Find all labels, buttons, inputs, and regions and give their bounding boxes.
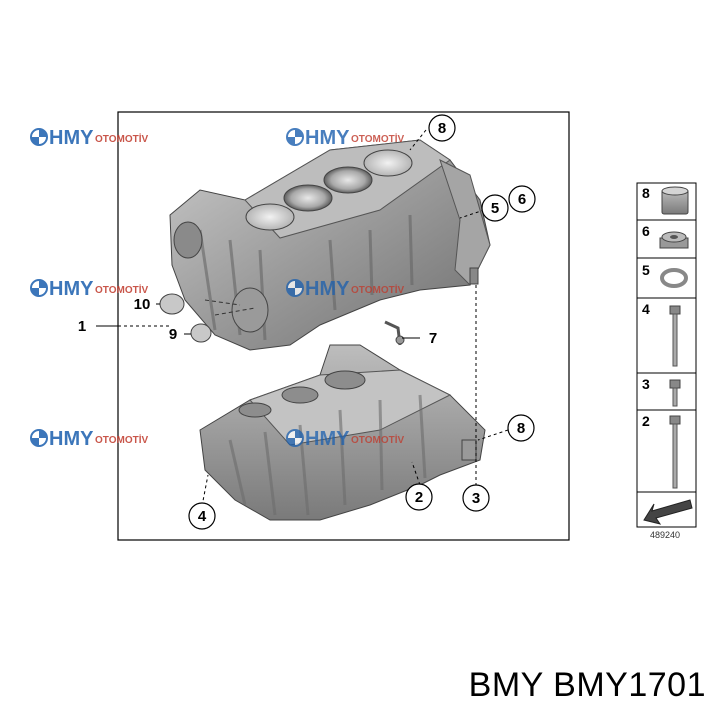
svg-text:OTOMOTİV: OTOMOTİV: [95, 433, 148, 446]
callout-circles: [188, 114, 536, 530]
svg-text:OTOMOTİV: OTOMOTİV: [351, 433, 404, 446]
svg-text:OTOMOTİV: OTOMOTİV: [95, 283, 148, 296]
legend-num-2: 2: [642, 413, 650, 429]
leader-lines: [96, 129, 509, 507]
callout-label-9: 9: [169, 326, 177, 343]
callout-label-8-bottom: 8: [517, 420, 525, 437]
svg-text:HMY: HMY: [305, 127, 350, 149]
callout-label-6: 6: [518, 191, 526, 208]
parts-legend: [636, 182, 697, 528]
svg-text:OTOMOTİV: OTOMOTİV: [351, 283, 404, 296]
part-10-plate: [159, 293, 185, 315]
legend-num-6: 6: [642, 223, 650, 239]
watermark-6: HMY OTOMOTİV: [286, 428, 404, 450]
svg-text:HMY: HMY: [49, 428, 94, 450]
watermark-2: HMY OTOMOTİV: [286, 127, 404, 149]
legend-num-8: 8: [642, 185, 650, 201]
watermark-1: HMY OTOMOTİV: [30, 127, 148, 149]
callout-label-1: 1: [78, 318, 86, 335]
watermark-5: HMY OTOMOTİV: [30, 428, 148, 450]
legend-num-5: 5: [642, 262, 650, 278]
diagram-id: 489240: [650, 530, 681, 540]
watermark-3: HMY OTOMOTİV: [30, 278, 148, 300]
svg-text:HMY: HMY: [49, 278, 94, 300]
callout-label-2: 2: [415, 489, 423, 506]
part-9-plate: [190, 323, 212, 343]
callout-label-7: 7: [429, 330, 437, 347]
svg-text:HMY: HMY: [49, 127, 94, 149]
callout-label-4: 4: [198, 508, 207, 525]
legend-num-4: 4: [642, 301, 650, 317]
legend-num-3: 3: [642, 376, 650, 392]
svg-text:OTOMOTİV: OTOMOTİV: [351, 132, 404, 145]
callout-label-8-top: 8: [438, 120, 446, 137]
footer-part-number: BMY BMY1701: [468, 666, 706, 704]
callout-label-5: 5: [491, 200, 499, 217]
bedplate: [199, 344, 486, 521]
watermark-4: HMY OTOMOTİV: [286, 278, 404, 300]
callout-label-3: 3: [472, 490, 480, 507]
svg-text:HMY: HMY: [305, 278, 350, 300]
cylinder-block: [169, 139, 491, 351]
svg-text:HMY: HMY: [305, 428, 350, 450]
svg-text:OTOMOTİV: OTOMOTİV: [95, 132, 148, 145]
callout-label-10: 10: [134, 296, 151, 313]
